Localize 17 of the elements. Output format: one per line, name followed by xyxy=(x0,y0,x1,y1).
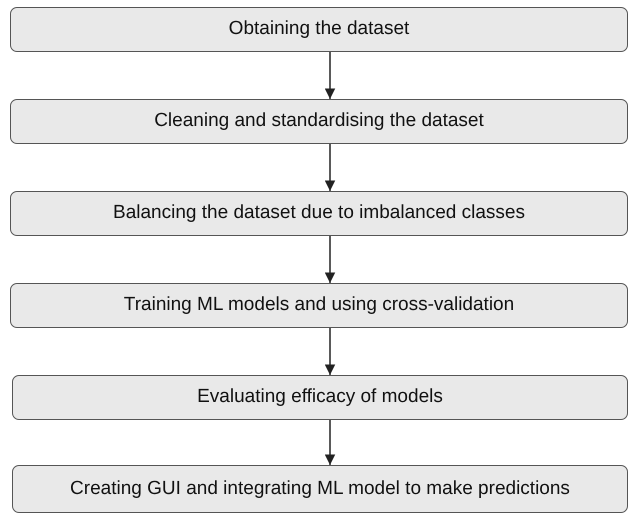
arrow xyxy=(324,52,336,99)
process-box xyxy=(10,7,628,52)
step-text: Creating GUI and integrating ML model to make predictions xyxy=(70,478,570,500)
process-box xyxy=(12,465,628,513)
arrow xyxy=(324,236,336,283)
arrow xyxy=(324,144,336,191)
process-box xyxy=(10,99,628,144)
arrow xyxy=(324,328,336,375)
process-box xyxy=(10,191,628,236)
arrow xyxy=(324,420,336,465)
step-text: Obtaining the dataset xyxy=(228,19,410,40)
step-text: Balancing the dataset due to imbalanced classes xyxy=(113,203,525,224)
process-box xyxy=(12,375,628,420)
step-text: Training ML models and using cross-validation xyxy=(124,295,514,316)
step-text: Evaluating efficacy of models xyxy=(197,387,443,408)
step-text: Cleaning and standardising the dataset xyxy=(154,111,484,132)
process-box xyxy=(10,283,628,328)
